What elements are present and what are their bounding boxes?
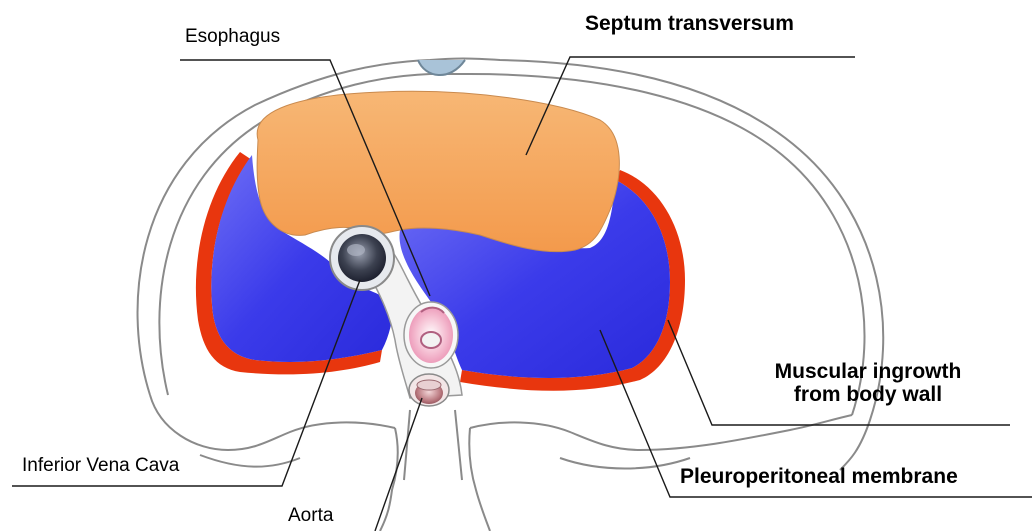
aorta-leader (375, 398, 422, 531)
muscular-ingrowth-label: Muscular ingrowth from body wall (748, 360, 988, 406)
sternum-notch (418, 60, 465, 75)
septum-transversum (257, 91, 619, 251)
esophagus-label: Esophagus (185, 27, 280, 48)
aorta (409, 374, 449, 406)
septum-transversum-label: Septum transversum (585, 12, 794, 35)
inferior-vena-cava-label: Inferior Vena Cava (22, 456, 179, 477)
muscular-ingrowth-label-line1: Muscular ingrowth (748, 360, 988, 383)
aorta-label: Aorta (288, 506, 333, 527)
pleuroperitoneal-membrane-label: Pleuroperitoneal membrane (680, 465, 958, 488)
inferior-vena-cava (330, 226, 394, 290)
esophagus (404, 302, 458, 368)
muscular-ingrowth-label-line2: from body wall (748, 383, 988, 406)
